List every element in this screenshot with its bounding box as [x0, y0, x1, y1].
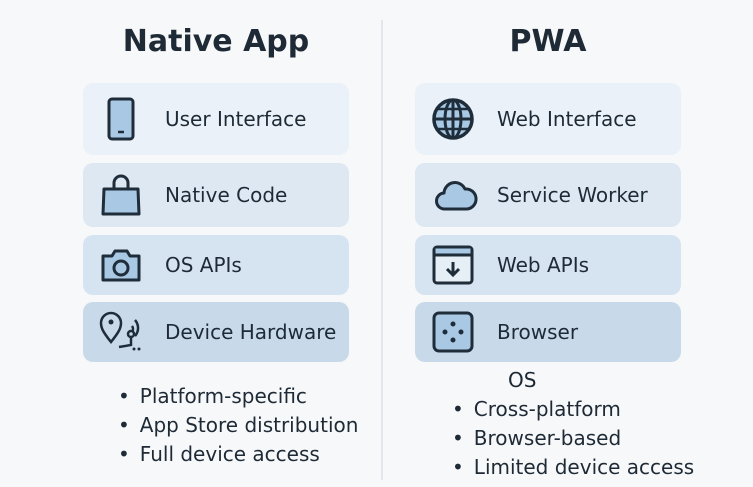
- layer-web-interface: Web Interface: [415, 83, 681, 155]
- pwa-bullet: Browser-based: [452, 426, 621, 450]
- layer-web-apis: Web APIs: [415, 235, 681, 295]
- native-bullet: App Store distribution: [118, 413, 359, 437]
- native-bullet: Platform-specific: [118, 384, 307, 408]
- globe-icon: [432, 98, 474, 140]
- layer-native-code: Native Code: [83, 163, 349, 227]
- layer-device-hardware: Device Hardware: [83, 302, 349, 362]
- hardware-sensor-icon: [99, 311, 141, 351]
- layer-user-interface: User Interface: [83, 83, 349, 155]
- pwa-title: PWA: [509, 24, 587, 59]
- layer-browser: Browser: [415, 302, 681, 362]
- native-bullet: Full device access: [118, 442, 320, 466]
- native-app-title: Native App: [122, 24, 310, 59]
- camera-icon: [101, 249, 141, 282]
- pwa-os-label: OS: [508, 368, 537, 392]
- layer-os-apis: OS APIs: [83, 235, 349, 295]
- phone-icon: [107, 97, 135, 141]
- pwa-bullet: Cross-platform: [452, 397, 621, 421]
- pwa-bullet: Limited device access: [452, 455, 694, 479]
- browser-chip-icon: [432, 311, 474, 353]
- cloud-icon: [435, 181, 478, 211]
- layer-service-worker: Service Worker: [415, 163, 681, 227]
- bag-icon: [101, 174, 141, 216]
- browser-download-icon: [432, 245, 474, 285]
- divider: [381, 20, 383, 480]
